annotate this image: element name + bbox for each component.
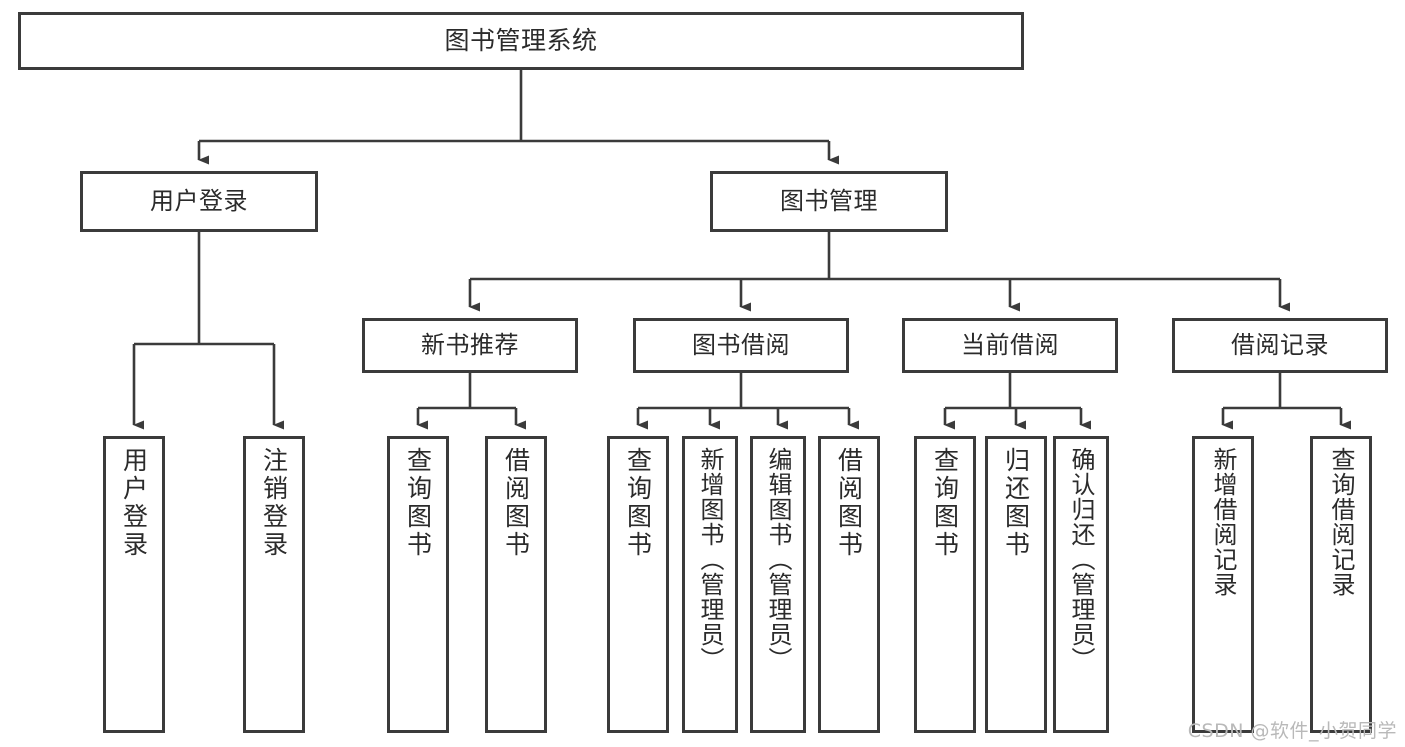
node-label: 查询图书: [403, 447, 433, 559]
watermark-label: CSDN @软件_小贺同学: [1187, 720, 1397, 742]
node-bookmgmt[interactable]: 图书管理: [710, 171, 948, 232]
node-label: 借阅记录: [1231, 331, 1329, 360]
node-login[interactable]: 用户登录: [80, 171, 318, 232]
node-records[interactable]: 借阅记录: [1172, 318, 1388, 373]
node-leaf-confirm-return[interactable]: 确认归还（管理员）: [1053, 436, 1109, 733]
node-leaf-return-book[interactable]: 归还图书: [985, 436, 1047, 733]
node-leaf-borrow-book-1[interactable]: 借阅图书: [485, 436, 547, 733]
node-borrow[interactable]: 图书借阅: [633, 318, 849, 373]
node-leaf-query-book-1[interactable]: 查询图书: [387, 436, 449, 733]
node-label: 编辑图书（管理员）: [764, 447, 792, 672]
node-label: 用户登录: [150, 187, 248, 216]
node-root[interactable]: 图书管理系统: [18, 12, 1024, 70]
node-leaf-borrow-book-2[interactable]: 借阅图书: [818, 436, 880, 733]
node-current[interactable]: 当前借阅: [902, 318, 1118, 373]
node-label: 新增借阅记录: [1209, 447, 1237, 597]
node-label: 查询借阅记录: [1327, 447, 1355, 597]
node-leaf-query-book-2[interactable]: 查询图书: [607, 436, 669, 733]
node-label: 图书管理: [780, 187, 878, 216]
node-leaf-user-logout[interactable]: 注销登录: [243, 436, 305, 733]
node-label: 查询图书: [623, 447, 653, 559]
node-label: 确认归还（管理员）: [1067, 447, 1095, 672]
node-label: 图书借阅: [692, 331, 790, 360]
node-label: 归还图书: [1001, 447, 1031, 559]
node-label: 新书推荐: [421, 331, 519, 360]
node-leaf-add-book[interactable]: 新增图书（管理员）: [682, 436, 738, 733]
node-label: 借阅图书: [501, 447, 531, 559]
node-leaf-user-login[interactable]: 用户登录: [103, 436, 165, 733]
node-label: 当前借阅: [961, 331, 1059, 360]
node-label: 借阅图书: [834, 447, 864, 559]
node-leaf-query-record[interactable]: 查询借阅记录: [1310, 436, 1372, 733]
node-label: 用户登录: [119, 447, 149, 559]
node-leaf-query-book-3[interactable]: 查询图书: [914, 436, 976, 733]
node-label: 查询图书: [930, 447, 960, 559]
node-newbook[interactable]: 新书推荐: [362, 318, 578, 373]
node-label: 图书管理系统: [444, 26, 598, 56]
node-leaf-add-record[interactable]: 新增借阅记录: [1192, 436, 1254, 733]
node-leaf-edit-book[interactable]: 编辑图书（管理员）: [750, 436, 806, 733]
node-label: 新增图书（管理员）: [696, 447, 724, 672]
node-label: 注销登录: [259, 447, 289, 559]
